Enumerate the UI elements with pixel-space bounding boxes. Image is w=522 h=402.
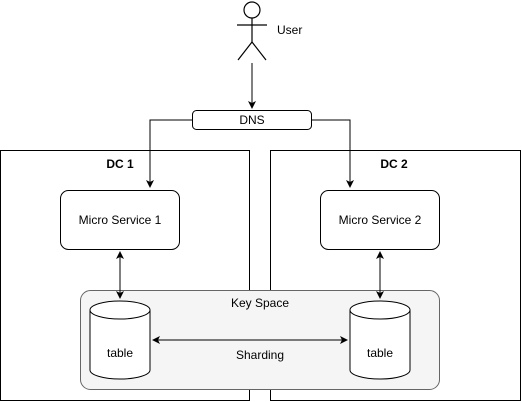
dns-label: DNS [239,113,264,127]
service1-label: Micro Service 1 [79,213,162,227]
service2-label: Micro Service 2 [339,213,422,227]
table2-label: table [367,346,393,360]
dns-box [192,110,312,130]
user-label: User [277,23,302,37]
user-actor-icon [237,1,267,61]
dns-to-service2-connector [312,119,354,188]
service2-box [320,190,440,250]
dc2-label: DC 2 [380,157,408,171]
service1-box [60,190,180,250]
table2-cylinder-icon [349,300,411,380]
dns-to-service1-connector [146,119,192,188]
table1-cylinder-icon [89,300,151,380]
keyspace-label: Key Space [231,296,289,310]
table1-label: table [107,346,133,360]
dc1-label: DC 1 [106,157,134,171]
sharding-label: Sharding [236,348,284,362]
